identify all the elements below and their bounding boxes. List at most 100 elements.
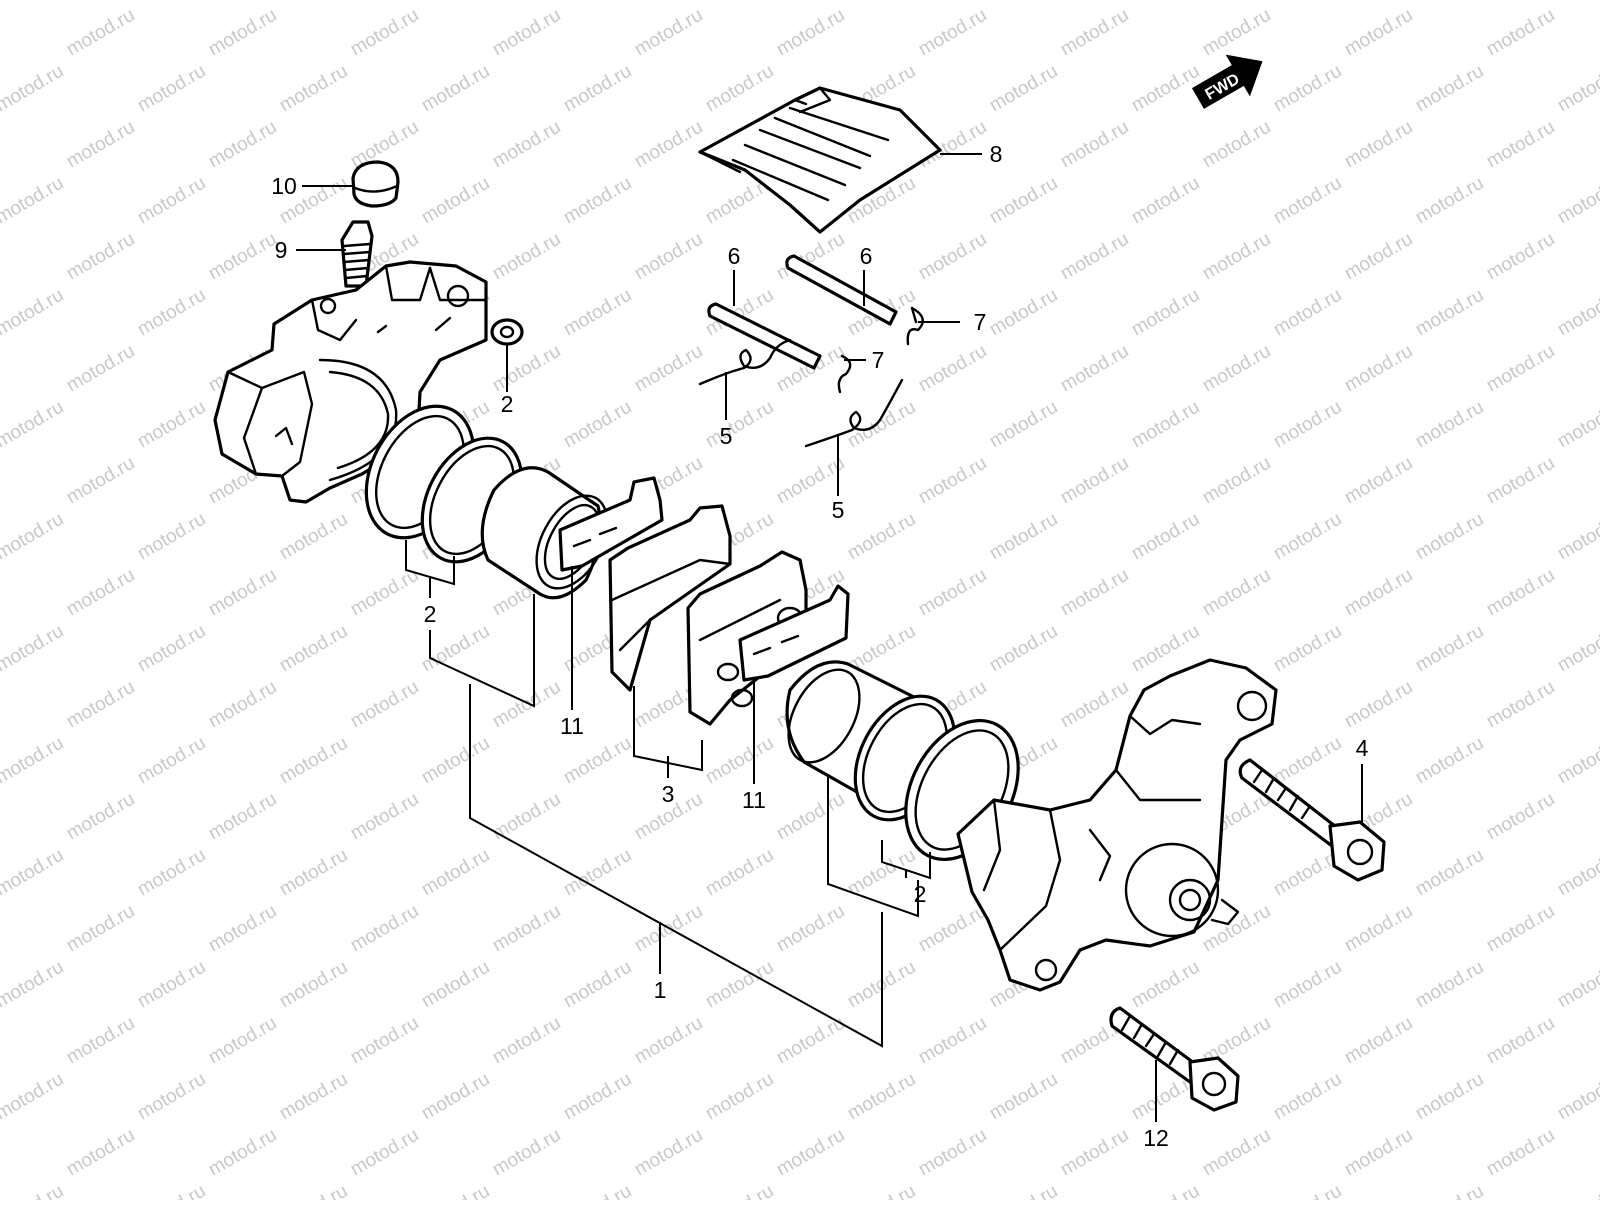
watermark-text: motod.ru <box>134 0 209 4</box>
watermark-text: motod.ru <box>1270 285 1345 341</box>
watermark-text: motod.ru <box>1412 733 1487 789</box>
watermark-text: motod.ru <box>1199 229 1274 285</box>
watermark-text: motod.ru <box>347 1013 422 1069</box>
watermark-text: motod.ru <box>560 957 635 1013</box>
watermark-text: motod.ru <box>347 789 422 845</box>
watermark-text: motod.ru <box>1483 229 1558 285</box>
watermark-text: motod.ru <box>1128 61 1203 117</box>
watermark-text: motod.ru <box>418 1069 493 1125</box>
watermark-text: motod.ru <box>631 229 706 285</box>
watermark-text: motod.ru <box>205 901 280 957</box>
watermark-text: motod.ru <box>915 565 990 621</box>
callout-3: 3 <box>662 781 675 807</box>
callout-2-left: 2 <box>424 601 437 627</box>
watermark-text: motod.ru <box>702 397 777 453</box>
watermark-text: motod.ru <box>63 565 138 621</box>
watermark-text: motod.ru <box>205 1013 280 1069</box>
watermark-text: motod.ru <box>63 453 138 509</box>
watermark-text: motod.ru <box>1483 5 1558 61</box>
watermark-text: motod.ru <box>418 0 493 4</box>
watermark-text: motod.ru <box>1199 1125 1274 1181</box>
watermark-text: motod.ru <box>1341 677 1416 733</box>
watermark-text: motod.ru <box>205 677 280 733</box>
watermark-text: motod.ru <box>347 5 422 61</box>
watermark-text: motod.ru <box>489 229 564 285</box>
pad-shim-right <box>738 584 850 682</box>
watermark-text: motod.ru <box>134 61 209 117</box>
watermark-text: motod.ru <box>63 1125 138 1181</box>
watermark-text: motod.ru <box>347 677 422 733</box>
watermark-text: motod.ru <box>844 397 919 453</box>
callout-5-right: 5 <box>832 497 845 523</box>
watermark-text: motod.ru <box>1554 1181 1600 1200</box>
watermark-text: motod.ru <box>1483 453 1558 509</box>
watermark-text: motod.ru <box>489 117 564 173</box>
watermark-text: motod.ru <box>773 5 848 61</box>
watermark-text: motod.ru <box>1057 1125 1132 1181</box>
watermark-text: motod.ru <box>1128 957 1203 1013</box>
watermark-text: motod.ru <box>276 61 351 117</box>
callout-10: 10 <box>271 173 297 199</box>
watermark-text: motod.ru <box>1554 0 1600 4</box>
watermark-text: motod.ru <box>134 509 209 565</box>
watermark-text: motod.ru <box>1412 285 1487 341</box>
watermark-text: motod.ru <box>1554 285 1600 341</box>
watermark-text: motod.ru <box>63 341 138 397</box>
watermark-text: motod.ru <box>1199 565 1274 621</box>
watermark-text: motod.ru <box>0 173 67 229</box>
watermark-text: motod.ru <box>1057 229 1132 285</box>
brake-pad-left <box>608 504 732 692</box>
caliper-body-right <box>956 658 1278 992</box>
watermark-text: motod.ru <box>1483 677 1558 733</box>
watermark-text: motod.ru <box>134 397 209 453</box>
watermark-text: motod.ru <box>986 1181 1061 1200</box>
watermark-text: motod.ru <box>134 733 209 789</box>
watermark-text: motod.ru <box>560 733 635 789</box>
watermark-text: motod.ru <box>63 229 138 285</box>
watermark-text: motod.ru <box>560 0 635 4</box>
watermark-text: motod.ru <box>205 117 280 173</box>
watermark-text: motod.ru <box>1270 509 1345 565</box>
watermark-text: motod.ru <box>276 733 351 789</box>
watermark-text: motod.ru <box>915 1013 990 1069</box>
watermark-text: motod.ru <box>205 1125 280 1181</box>
watermark-text: motod.ru <box>1341 1125 1416 1181</box>
watermark-text: motod.ru <box>489 1125 564 1181</box>
watermark-text: motod.ru <box>1412 509 1487 565</box>
watermark-text: motod.ru <box>1128 173 1203 229</box>
watermark-text: motod.ru <box>205 789 280 845</box>
watermark-text: motod.ru <box>1483 117 1558 173</box>
watermark-text: motod.ru <box>1199 453 1274 509</box>
watermark-text: motod.ru <box>489 341 564 397</box>
mounting-bolt-upper <box>1238 758 1386 882</box>
watermark-text: motod.ru <box>1057 677 1132 733</box>
pad-pin-right <box>785 254 898 326</box>
watermark-text: motod.ru <box>1412 61 1487 117</box>
watermark-text: motod.ru <box>489 789 564 845</box>
watermark-text: motod.ru <box>1270 173 1345 229</box>
watermark-text: motod.ru <box>631 1125 706 1181</box>
watermark-text: motod.ru <box>134 1069 209 1125</box>
watermark-text: motod.ru <box>418 173 493 229</box>
pad-shim-left <box>558 476 664 572</box>
watermark-text: motod.ru <box>134 173 209 229</box>
watermark-text: motod.ru <box>915 1125 990 1181</box>
watermark-text: motod.ru <box>0 397 67 453</box>
watermark-text: motod.ru <box>1057 341 1132 397</box>
watermark-text: motod.ru <box>276 621 351 677</box>
watermark-text: motod.ru <box>489 1013 564 1069</box>
watermark-text: motod.ru <box>63 677 138 733</box>
watermark-text: motod.ru <box>1412 397 1487 453</box>
watermark-text: motod.ru <box>915 901 990 957</box>
watermark-text: motod.ru <box>1483 1125 1558 1181</box>
watermark-text: motod.ru <box>0 509 67 565</box>
watermark-text: motod.ru <box>1270 621 1345 677</box>
watermark-text: motod.ru <box>1341 565 1416 621</box>
watermark-text: motod.ru <box>1199 341 1274 397</box>
watermark-text: motod.ru <box>0 733 67 789</box>
watermark-text: motod.ru <box>489 901 564 957</box>
watermark-text: motod.ru <box>1412 1181 1487 1200</box>
watermark-text: motod.ru <box>134 1181 209 1200</box>
watermark-text: motod.ru <box>1554 1069 1600 1125</box>
